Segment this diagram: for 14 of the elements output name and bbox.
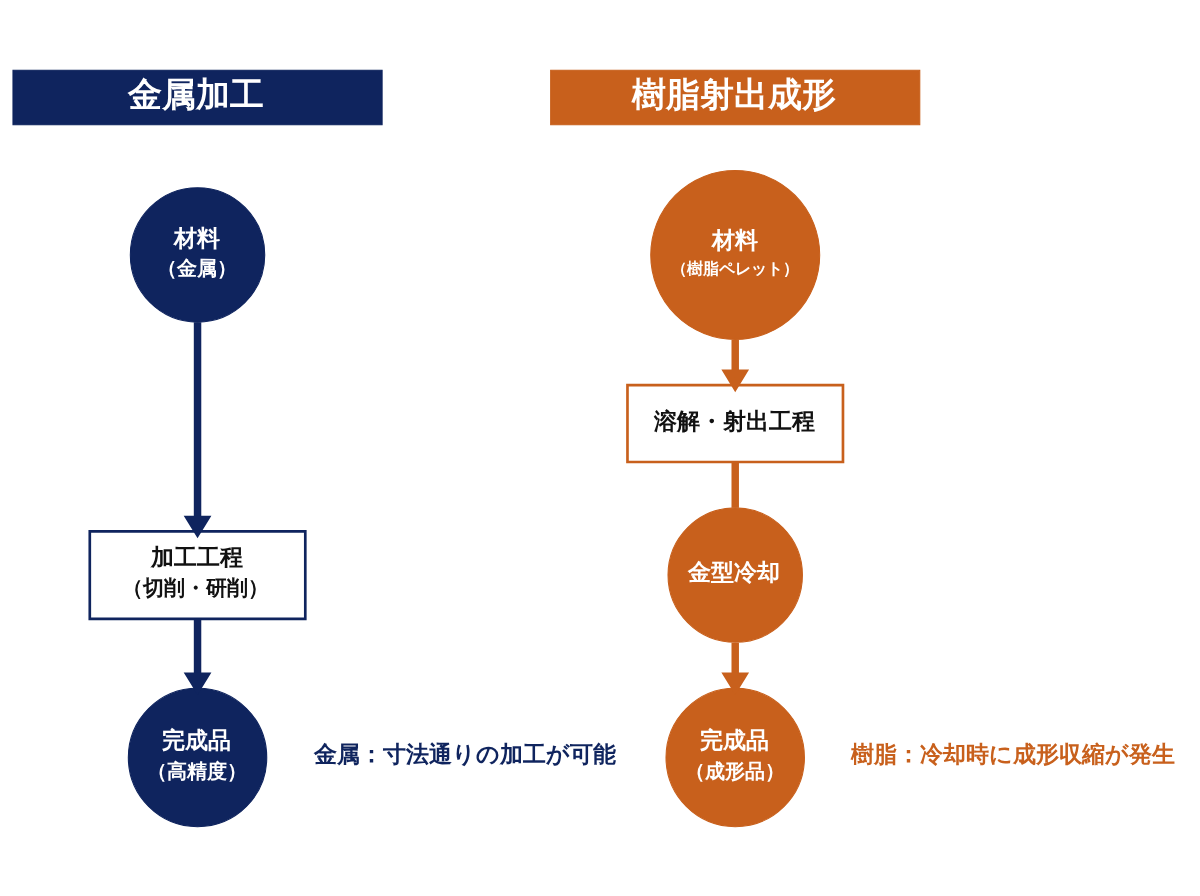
node-box: 溶解・射出工程 [626,383,845,463]
node-circle: 金型冷却 [667,506,803,643]
node-box: 金属加工 [12,69,383,125]
arrow [721,339,750,392]
node-box: 樹脂射出成形 [550,69,921,125]
node-box: 加工工程 （切削・研削） [88,529,307,620]
node-circle: 完成品 （高精度） [127,687,268,827]
connector [731,461,739,508]
node-label: 金属：寸法通りの加工が可能 [313,739,616,768]
node-label: 樹脂：冷却時に成形収縮が発生 [850,739,1175,768]
arrow [183,321,212,538]
node-circle: 材料 （金属） [129,186,266,323]
node-circle: 材料 （樹脂ペレット） [650,169,821,340]
node-circle: 完成品 （成形品） [665,687,805,827]
